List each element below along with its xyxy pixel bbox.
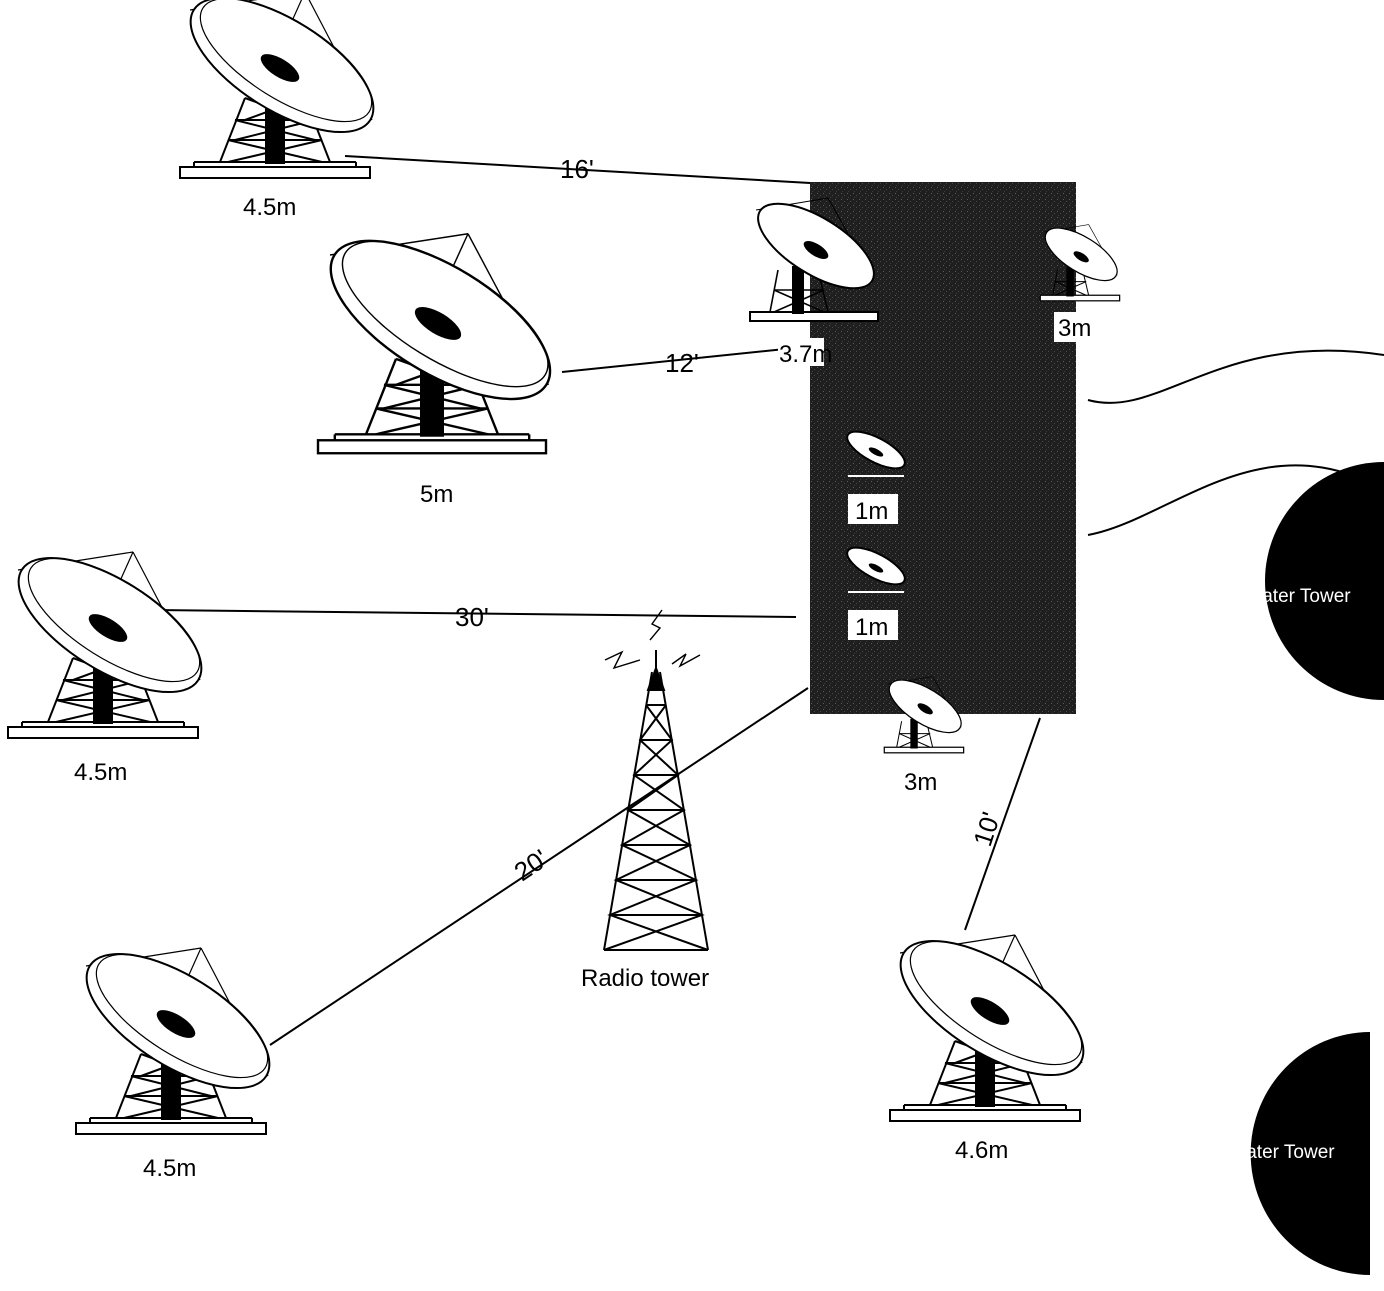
antenna-5-dish [878,913,1106,1122]
water-tower-1: Water Tower [1245,462,1384,700]
roof-antenna-1b-tag [848,610,898,640]
roof-antenna-3-top-label: 3m [1058,315,1091,342]
antenna-4-dish [64,926,292,1135]
distance-16: 16' [560,154,594,184]
radio-tower [603,609,709,951]
line-30 [154,609,797,618]
roof-antenna-1b-label: 1m [855,614,888,641]
distance-20: 20' [509,843,554,887]
line-12 [561,347,796,373]
roof-antenna-1a-label: 1m [855,498,888,525]
line-16 [344,155,811,184]
roof-antenna-3-top-tag [1054,312,1100,342]
upper-curve [1087,349,1384,404]
antenna-4-label: 4.5m [143,1155,196,1182]
roof-antenna-3-7-label: 3.7m [779,341,832,368]
antenna-5-label: 4.6m [955,1137,1008,1164]
distance-30: 30' [455,602,489,632]
distance-lines [154,155,1041,1046]
line-20 [269,687,809,1046]
distance-10: 10' [967,808,1006,850]
antenna-1-label: 4.5m [243,194,296,221]
water-tower-2-label: Water Tower [1229,1142,1335,1163]
water-tower-2: Water Tower [1229,1032,1370,1275]
radio-tower-label: Radio tower [581,965,709,992]
antenna-2-label: 5m [420,481,453,508]
antenna-3-label: 4.5m [74,759,127,786]
roof-antenna-1a-tag [848,494,898,524]
roof-antenna-3-7-tag [778,338,824,366]
antenna-1-dish [168,0,396,180]
water-tower-1-label: Water Tower [1245,586,1351,607]
distance-12: 12' [665,348,699,378]
line-10 [964,717,1041,931]
antenna-3-dish [0,530,224,739]
antenna-2-dish [304,208,577,455]
lower-curve [1087,464,1384,536]
roof-antenna-3-bottom-label: 3m [904,769,937,796]
